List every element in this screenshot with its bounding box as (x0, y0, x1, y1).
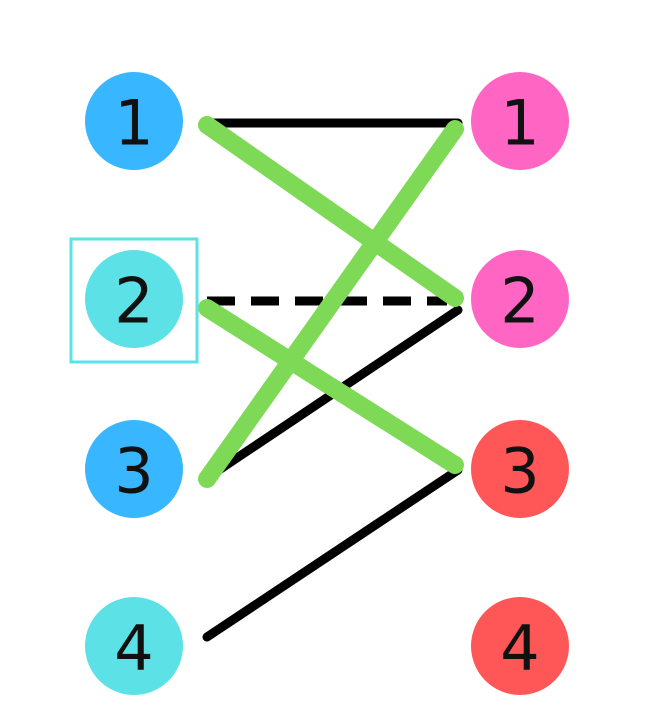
right-node-2[interactable]: 2 (471, 250, 569, 348)
left-node-2-label: 2 (114, 265, 153, 338)
right-node-1-label: 1 (500, 87, 539, 160)
left-node-4-label: 4 (114, 612, 153, 685)
left-node-2[interactable]: 2 (85, 250, 183, 348)
right-node-2-label: 2 (500, 265, 539, 338)
right-node-3[interactable]: 3 (471, 420, 569, 518)
left-node-3[interactable]: 3 (85, 420, 183, 518)
left-node-3-label: 3 (114, 435, 153, 508)
green-edges (198, 116, 464, 488)
edge-left4-right3 (202, 465, 463, 642)
right-node-1[interactable]: 1 (471, 72, 569, 170)
right-node-4[interactable]: 4 (471, 597, 569, 695)
left-node-4-circle (85, 597, 183, 695)
left-node-3-circle (85, 420, 183, 518)
left-node-1-circle (85, 72, 183, 170)
right-node-3-circle (471, 420, 569, 518)
left-node-1-label: 1 (114, 87, 153, 160)
left-node-4[interactable]: 4 (85, 597, 183, 695)
edge-left3-right1-green (198, 120, 464, 488)
left-node-2-circle (85, 250, 183, 348)
right-node-1-circle (471, 72, 569, 170)
edge-left1-right2-green (198, 116, 464, 307)
right-node-2-circle (471, 250, 569, 348)
left-node-1[interactable]: 1 (85, 72, 183, 170)
left-nodes: 1 2 3 4 (85, 72, 183, 695)
right-node-4-circle (471, 597, 569, 695)
right-node-3-label: 3 (500, 435, 539, 508)
right-nodes: 1 2 3 4 (471, 72, 569, 695)
right-node-4-label: 4 (500, 612, 539, 685)
edge-left2-right3-green (198, 299, 464, 474)
left-node-2-highlight-box (69, 237, 199, 364)
